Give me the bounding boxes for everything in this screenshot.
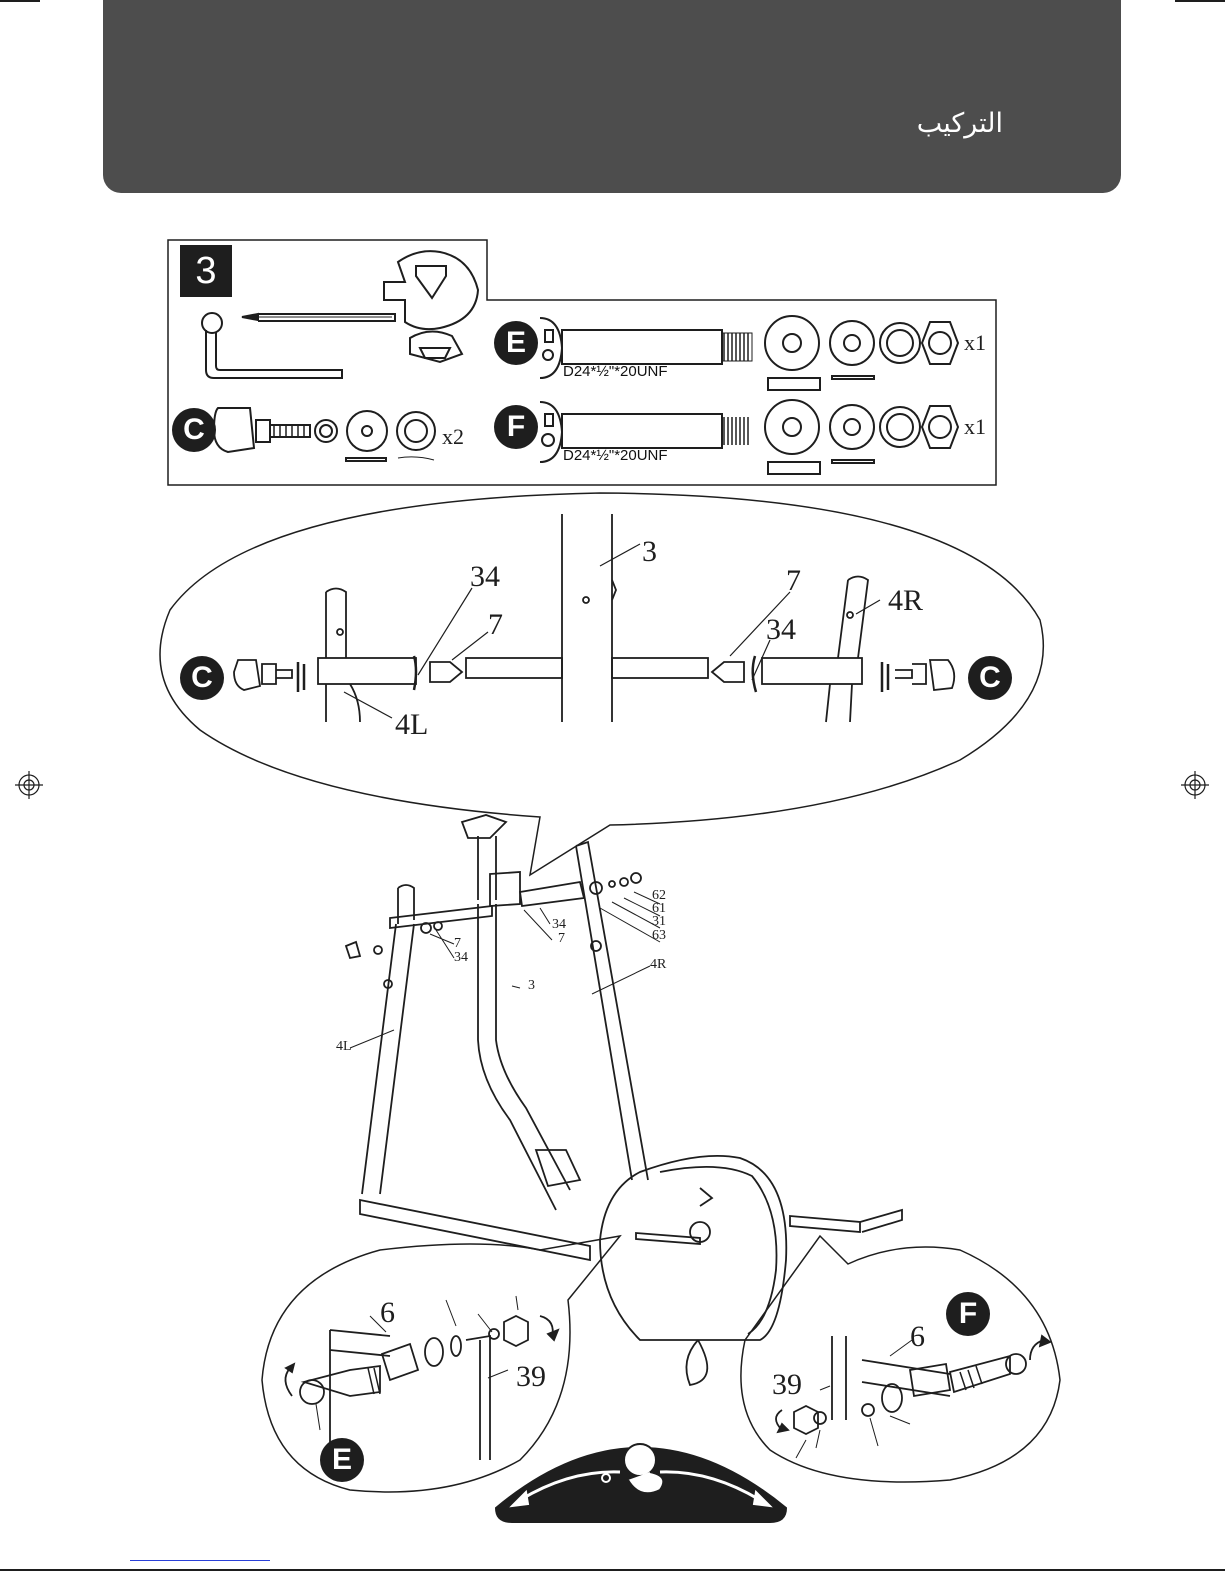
label-leg-4l: 4L [395, 710, 428, 740]
detail-top-drawing [234, 514, 954, 722]
label-post-39-left: 39 [516, 1362, 546, 1392]
label-arm-6-left: 6 [380, 1298, 395, 1328]
step-number: 3 [180, 245, 232, 297]
label-7-center: 7 [558, 932, 565, 946]
main-frame-drawing [346, 815, 902, 1385]
cap-bolt-c-drawing [214, 408, 435, 461]
label-leg-4r: 4R [888, 586, 923, 616]
registration-mark-left [15, 771, 43, 799]
qty-e: x1 [964, 330, 986, 356]
washers-e-drawing [765, 316, 958, 390]
badge-c: C [172, 408, 216, 452]
detail-right-drawing [776, 1336, 1050, 1458]
detail-bubble-left [262, 1236, 620, 1492]
allen-key-icon [202, 313, 342, 378]
qty-f: x1 [964, 414, 986, 440]
label-34-left: 34 [454, 951, 468, 965]
qty-c: x2 [442, 424, 464, 450]
label-part-3: 3 [642, 537, 657, 567]
label-arm-6-right: 6 [910, 1322, 925, 1352]
badge-c-right: C [968, 656, 1012, 700]
label-column-3: 3 [528, 979, 535, 993]
screwdriver-icon [242, 314, 395, 321]
wrench-icon [384, 251, 478, 362]
label-pin-34-left: 34 [470, 562, 500, 592]
badge-e-detail: E [320, 1438, 364, 1482]
badge-e: E [494, 321, 538, 365]
warning-banner [496, 1444, 786, 1522]
label-leg-4l-main: 4L [336, 1040, 352, 1054]
badge-f-detail: F [946, 1292, 990, 1336]
label-7-left: 7 [454, 937, 461, 951]
label-post-39-right: 39 [772, 1370, 802, 1400]
label-leg-4r-main: 4R [650, 958, 666, 972]
footer-rule [0, 1569, 1225, 1571]
badge-c-left: C [180, 656, 224, 700]
label-31: 31 [652, 915, 666, 929]
detail-bubble-right [741, 1236, 1060, 1482]
label-bush-7-left: 7 [488, 610, 503, 640]
label-pin-34-right: 34 [766, 615, 796, 645]
detail-bubble-top [160, 493, 1043, 875]
washers-f-drawing [765, 400, 958, 474]
footer-link-underline [130, 1560, 270, 1561]
bolt-e-spec: D24*½"*20UNF [563, 363, 668, 380]
label-34-center: 34 [552, 918, 566, 932]
label-63: 63 [652, 929, 666, 943]
bolt-f-spec: D24*½"*20UNF [563, 447, 668, 464]
registration-mark-right [1181, 771, 1209, 799]
label-bush-7-right: 7 [786, 566, 801, 596]
badge-f: F [494, 405, 538, 449]
